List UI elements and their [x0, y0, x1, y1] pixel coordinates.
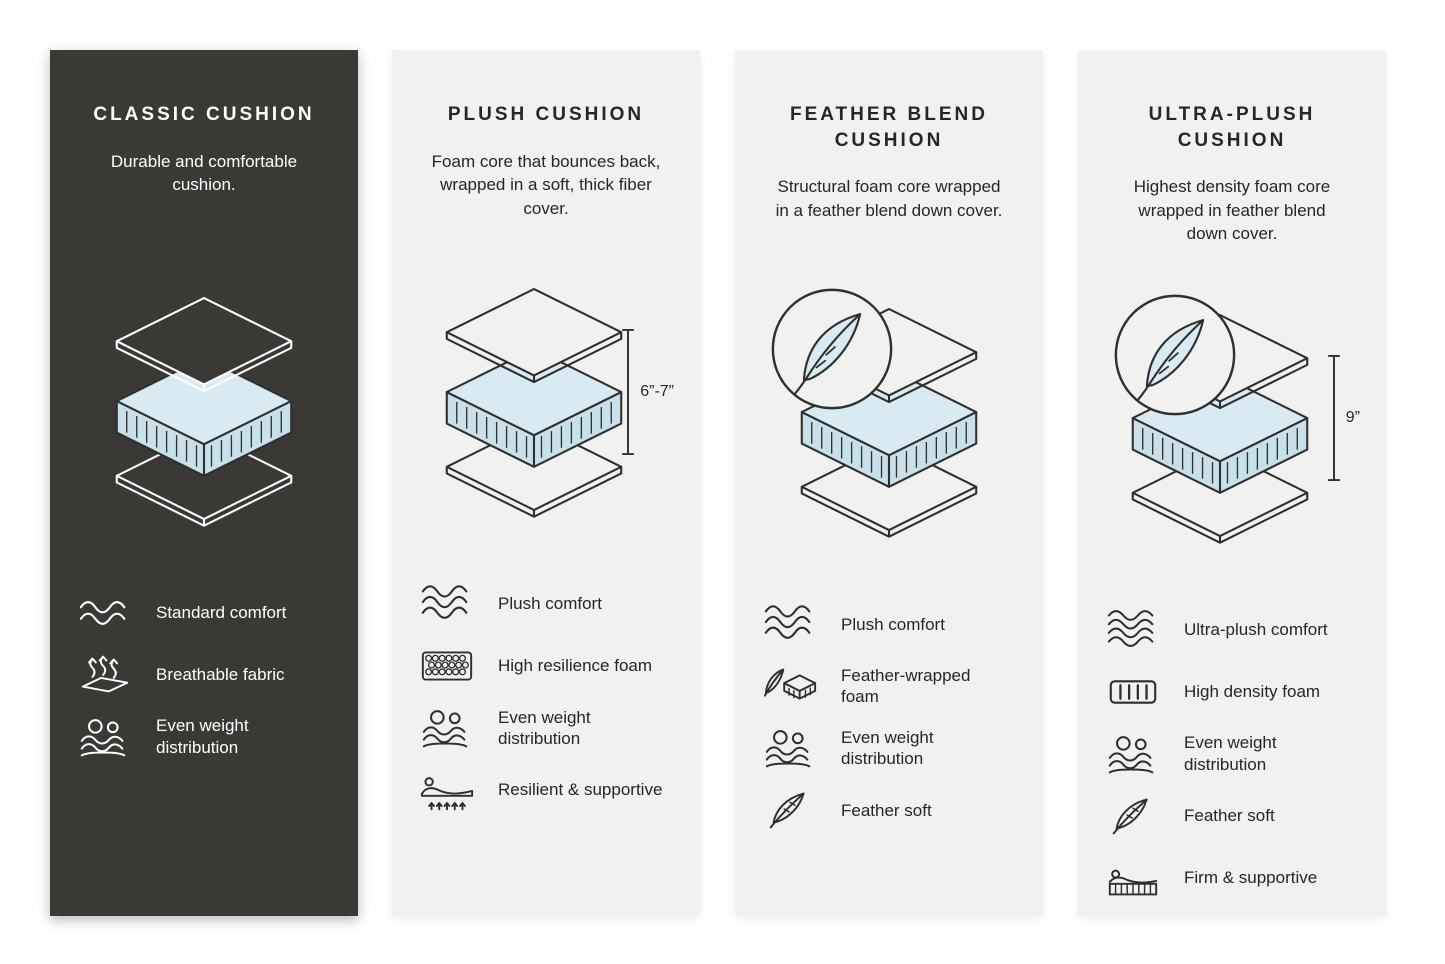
feature-row: Even weight distribution	[418, 706, 674, 750]
cushion-diagram: 6”-7”	[418, 284, 674, 540]
feature-label: Plush comfort	[498, 594, 602, 614]
panel-description: Foam core that bounces back, wrapped in …	[431, 151, 661, 218]
even-weight-icon	[76, 715, 134, 759]
feature-row: Breathable fabric	[76, 653, 332, 697]
feature-row: Even weight distribution	[761, 726, 1017, 770]
feature-row: Feather-wrapped foam	[761, 664, 1017, 708]
feature-label: Standard comfort	[156, 602, 287, 622]
panel-ultra-plush-cushion: ULTRA-PLUSH CUSHION Highest density foam…	[1078, 50, 1386, 916]
feature-label: Firm & supportive	[1184, 868, 1318, 888]
panel-description: Durable and comfortable cushion.	[110, 151, 298, 195]
feature-row: High density foam	[1104, 670, 1360, 714]
feature-label: Plush comfort	[841, 614, 945, 634]
feature-label: Resilient & supportive	[498, 780, 663, 800]
feature-row: Firm & supportive	[1104, 856, 1360, 900]
panel-title: ULTRA-PLUSH CUSHION	[1148, 104, 1316, 151]
panel-title: FEATHER BLEND CUSHION	[789, 104, 989, 151]
feature-row: Feather soft	[1104, 794, 1360, 838]
high-density-foam-icon	[1104, 670, 1162, 714]
feature-label: High resilience foam	[498, 656, 653, 676]
feature-label: Feather soft	[841, 800, 932, 820]
feather-wrapped-foam-icon	[761, 664, 819, 708]
even-weight-icon	[761, 726, 819, 770]
measurement-label: 9”	[1345, 408, 1360, 426]
feature-label: Breathable fabric	[156, 664, 285, 684]
feature-label: Even weight distribution	[498, 707, 591, 748]
feature-label: Even weight distribution	[841, 727, 934, 769]
feature-row: Plush comfort	[418, 582, 674, 626]
cushion-diagram	[761, 304, 1017, 560]
feature-row: Resilient & supportive	[418, 768, 674, 812]
measurement-bracket-icon	[622, 328, 635, 456]
waves-icon	[418, 582, 476, 626]
panel-title: CLASSIC CUSHION	[93, 104, 315, 125]
feature-row: Even weight distribution	[76, 715, 332, 759]
feature-row: Plush comfort	[761, 602, 1017, 646]
feature-list: Standard comfort Breathable fabric Even …	[76, 591, 332, 759]
feature-row: Standard comfort	[76, 591, 332, 635]
honeycomb-foam-icon	[418, 644, 476, 688]
measurement-label: 6”-7”	[640, 383, 674, 400]
feature-list: Ultra-plush comfort High density foam Ev…	[1104, 608, 1360, 900]
feature-label: High density foam	[1184, 682, 1321, 702]
height-measurement: 9”	[1327, 354, 1360, 482]
feature-row: High resilience foam	[418, 644, 674, 688]
feather-icon	[761, 788, 819, 832]
waves-icon	[76, 591, 134, 635]
feature-label: Even weight distribution	[156, 716, 249, 757]
panel-description: Highest density foam core wrapped in fea…	[1133, 177, 1331, 244]
cushion-layers-icon	[96, 293, 312, 534]
feature-row: Ultra-plush comfort	[1104, 608, 1360, 652]
cushion-diagram	[76, 293, 332, 549]
even-weight-icon	[1104, 732, 1162, 776]
panel-feather-blend-cushion: FEATHER BLEND CUSHION Structural foam co…	[735, 50, 1043, 916]
resilient-supportive-icon	[418, 768, 476, 812]
measurement-bracket-icon	[1327, 354, 1340, 481]
feature-list: Plush comfort High resilience foam Even …	[418, 582, 674, 812]
feature-label: Feather-wrapped foam	[841, 665, 971, 707]
cushion-diagram: 9”	[1104, 310, 1360, 566]
panel-plush-cushion: PLUSH CUSHION Foam core that bounces bac…	[392, 50, 700, 916]
panel-classic-cushion: CLASSIC CUSHION Durable and comfortable …	[50, 50, 358, 916]
feature-list: Plush comfort Feather-wrapped foam Even …	[761, 602, 1017, 832]
feature-label: Feather soft	[1184, 806, 1275, 826]
feature-row: Even weight distribution	[1104, 732, 1360, 776]
feature-row: Feather soft	[761, 788, 1017, 832]
even-weight-icon	[418, 706, 476, 750]
waves-icon	[761, 602, 819, 646]
cushion-layers-icon	[426, 284, 642, 525]
feature-label: Even weight distribution	[1184, 733, 1277, 774]
feather-badge-icon	[769, 286, 895, 412]
firm-supportive-icon	[1104, 856, 1162, 900]
feather-icon	[1104, 794, 1162, 838]
feather-badge-icon	[1112, 292, 1238, 418]
panel-title: PLUSH CUSHION	[447, 104, 645, 125]
feature-label: Ultra-plush comfort	[1184, 620, 1328, 640]
waves-icon	[1104, 608, 1162, 652]
height-measurement: 6”-7”	[621, 328, 674, 456]
panel-description: Structural foam core wrapped in a feathe…	[775, 177, 1003, 220]
breathable-fabric-icon	[76, 653, 134, 697]
